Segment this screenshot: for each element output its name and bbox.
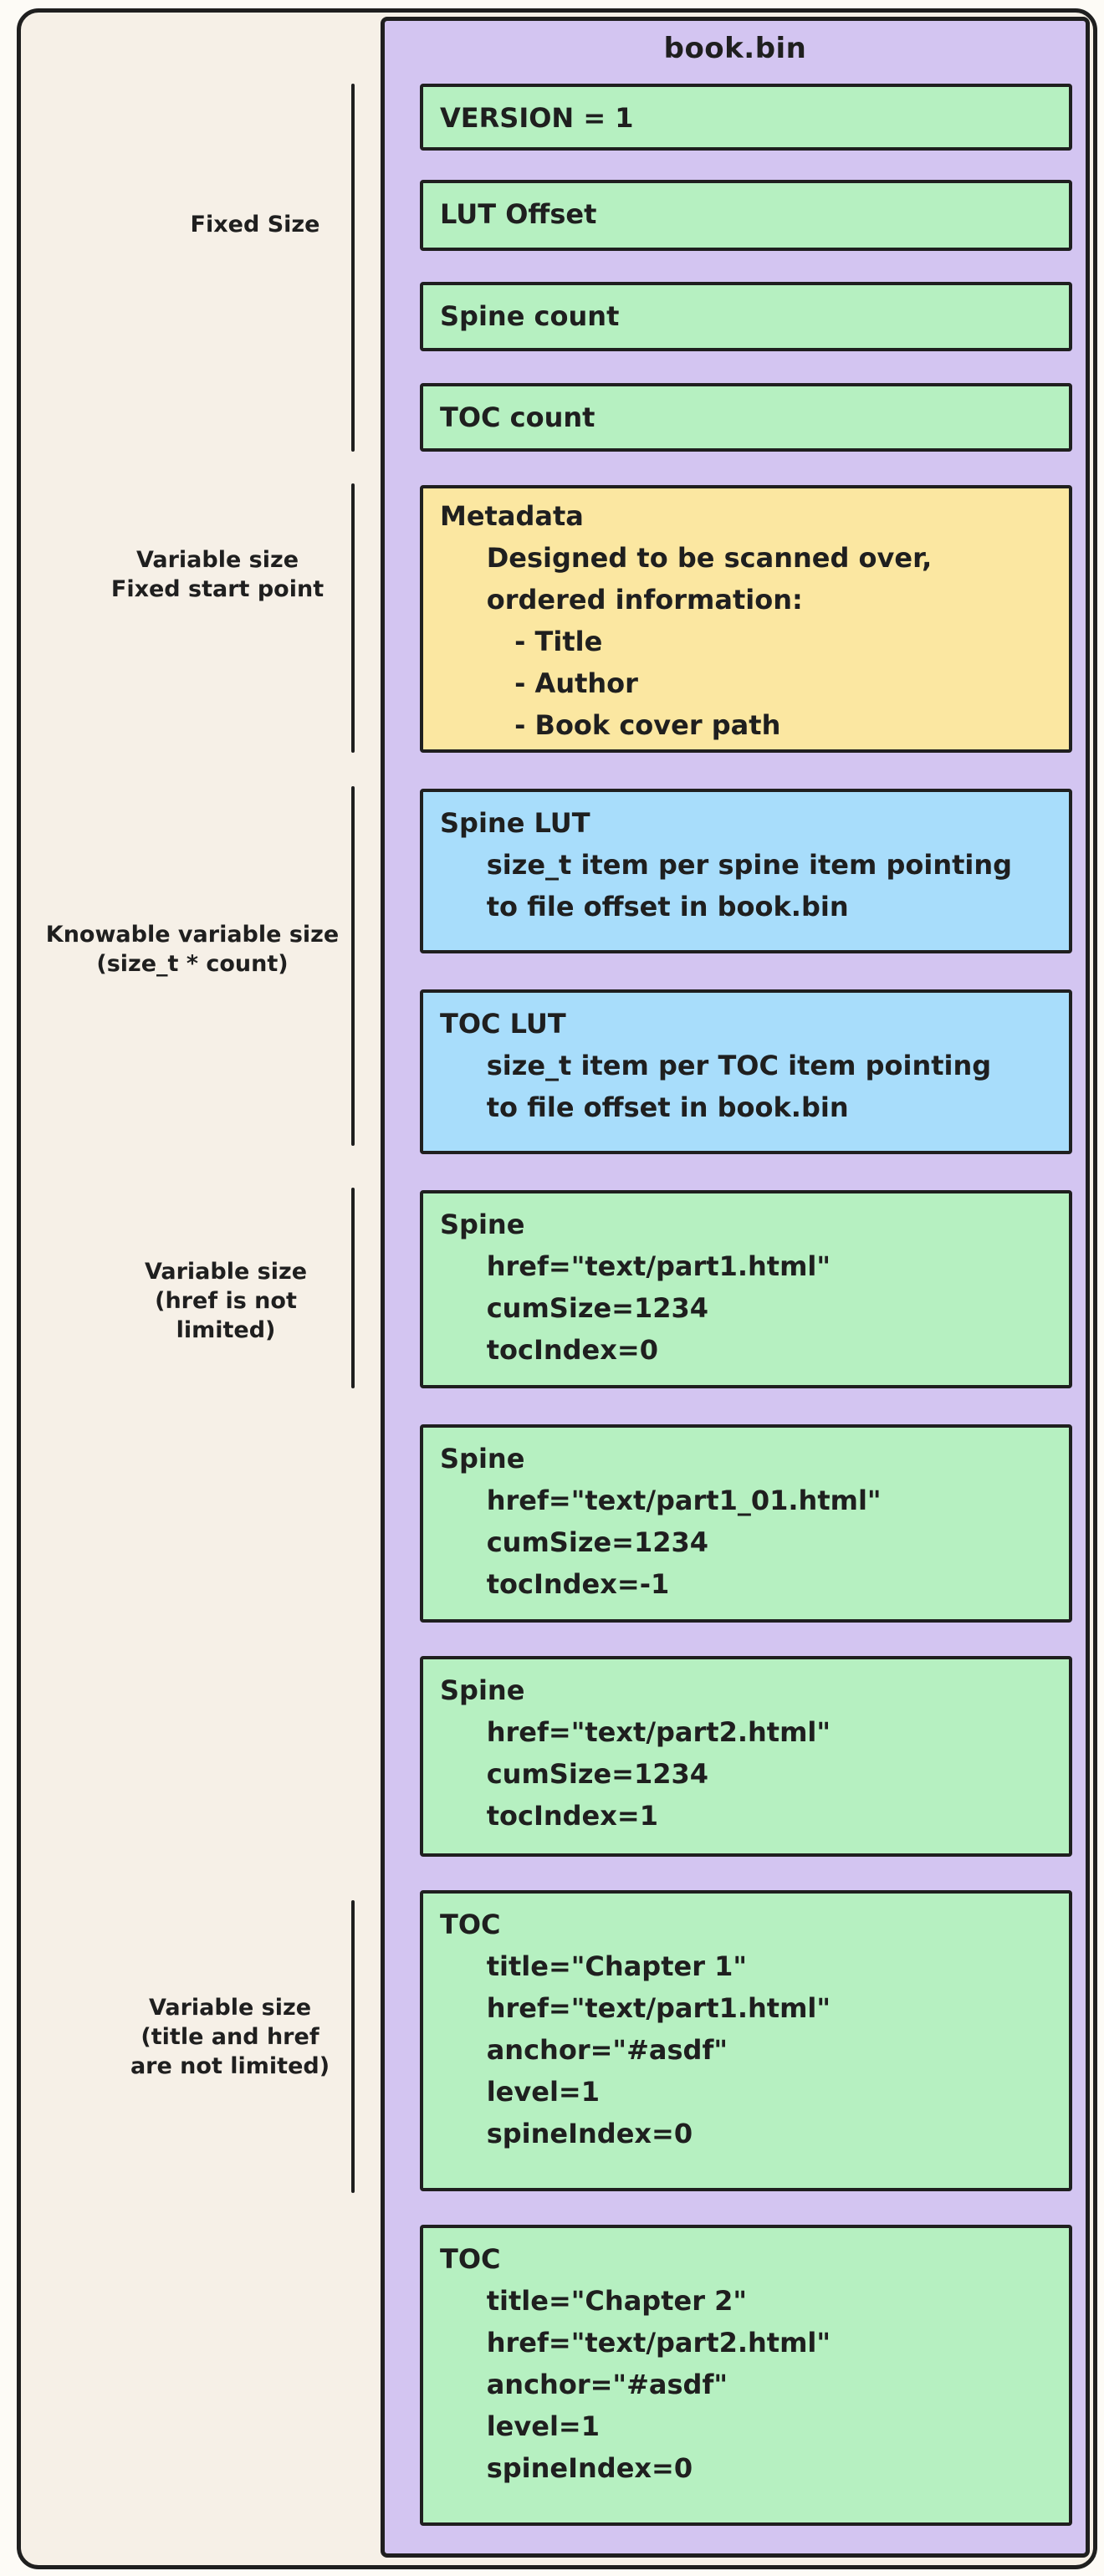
record-box-metadata: Metadata Designed to be scanned over, or… [420, 485, 1072, 753]
text-line: Spine [440, 1443, 525, 1475]
text-line: tocIndex=-1 [440, 1568, 670, 1600]
section-label-fixed-size: Fixed Size [125, 210, 385, 239]
text-line: to file offset in book.bin [440, 891, 849, 923]
text-line: Metadata [440, 500, 584, 532]
text-line: Variable size [144, 1259, 308, 1285]
record-box-spine-1: Spine href="text/part1.html" cumSize=123… [420, 1190, 1072, 1388]
text-line: href="text/part1_01.html" [440, 1485, 882, 1516]
section-bracket-variable-href [351, 1188, 355, 1388]
field-box-spine-count: Spine count [420, 282, 1072, 351]
text-line: LUT Offset [440, 198, 597, 230]
text-line: href="text/part1.html" [440, 1250, 831, 1282]
text-line: title="Chapter 2" [440, 2285, 748, 2317]
text-line: Fixed Size [190, 212, 320, 238]
record-box-toc-1: TOC title="Chapter 1" href="text/part1.h… [420, 1890, 1072, 2191]
text-line: size_t item per TOC item pointing [440, 1050, 992, 1081]
text-line: limited) [176, 1317, 276, 1343]
field-box-version: VERSION = 1 [420, 84, 1072, 151]
text-line: (size_t * count) [96, 951, 289, 977]
section-label-variable-title-href: Variable size (title and href are not limi… [75, 1993, 385, 2081]
text-line: Spine [440, 1209, 525, 1240]
text-line: tocIndex=1 [440, 1800, 658, 1832]
text-line: Fixed start point [110, 576, 325, 602]
text-line: VERSION = 1 [440, 102, 634, 134]
text-line: anchor="#asdf" [440, 2034, 728, 2066]
section-label-knowable-variable-size: Knowable variable size (size_t * count) [25, 920, 360, 979]
section-bracket-variable-fixed-start [351, 483, 355, 753]
section-bracket-fixed-size [351, 84, 355, 452]
text-line: href="text/part2.html" [440, 2327, 831, 2359]
text-line: href="text/part2.html" [440, 1716, 831, 1748]
text-line: cumSize=1234 [440, 1526, 709, 1558]
text-line: anchor="#asdf" [440, 2369, 728, 2400]
text-line: size_t item per spine item pointing [440, 849, 1013, 881]
text-line: - Author [440, 667, 638, 699]
text-line: level=1 [440, 2076, 600, 2108]
text-line: (href is not [155, 1288, 297, 1314]
text-line: Designed to be scanned over, [440, 542, 933, 574]
field-box-lut-offset: LUT Offset [420, 180, 1072, 251]
text-line: tocIndex=0 [440, 1334, 658, 1366]
text-line: Spine LUT [440, 807, 590, 839]
text-line: - Title [440, 626, 603, 657]
record-box-toc-lut: TOC LUT size_t item per TOC item pointin… [420, 989, 1072, 1154]
book-bin-title: book.bin [663, 32, 807, 65]
text-line: href="text/part1.html" [440, 1992, 831, 2024]
record-box-spine-3: Spine href="text/part2.html" cumSize=123… [420, 1656, 1072, 1857]
record-box-toc-2: TOC title="Chapter 2" href="text/part2.h… [420, 2225, 1072, 2526]
section-bracket-variable-title-href [351, 1900, 355, 2193]
text-line: TOC count [440, 401, 595, 433]
text-line: Spine count [440, 300, 620, 332]
text-line: TOC [440, 1909, 501, 1940]
text-line: cumSize=1234 [440, 1292, 709, 1324]
text-line: to file offset in book.bin [440, 1091, 849, 1123]
text-line: Spine [440, 1674, 525, 1706]
text-line: TOC LUT [440, 1008, 566, 1040]
section-bracket-knowable-variable-size [351, 786, 355, 1146]
text-line: ordered information: [440, 584, 803, 616]
text-line: title="Chapter 1" [440, 1950, 748, 1982]
text-line: spineIndex=0 [440, 2118, 693, 2149]
text-line: Knowable variable size [45, 922, 340, 948]
record-box-spine-lut: Spine LUT size_t item per spine item poi… [420, 789, 1072, 953]
field-box-toc-count: TOC count [420, 383, 1072, 452]
text-line: spineIndex=0 [440, 2452, 693, 2484]
section-label-variable-href: Variable size (href is not limited) [75, 1257, 376, 1345]
text-line: Variable size [148, 1995, 312, 2021]
text-line: cumSize=1234 [440, 1758, 709, 1790]
text-line: Variable size [135, 547, 299, 573]
text-line: level=1 [440, 2410, 600, 2442]
text-line: are not limited) [130, 2053, 330, 2079]
text-line: (title and href [141, 2024, 319, 2050]
text-line: - Book cover path [440, 709, 781, 741]
record-box-spine-2: Spine href="text/part1_01.html" cumSize=… [420, 1424, 1072, 1623]
text-line: TOC [440, 2243, 501, 2275]
